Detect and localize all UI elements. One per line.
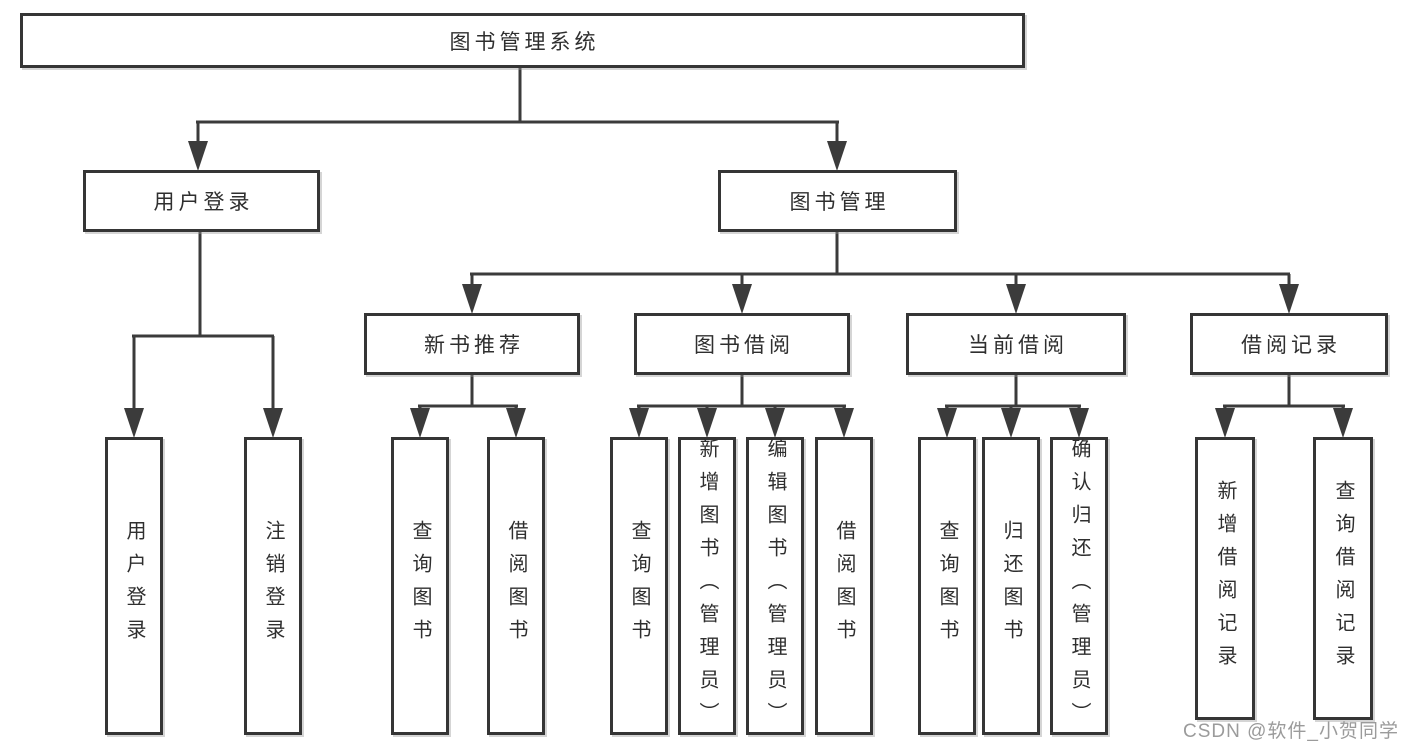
connector-bookmgmt-to-level3 bbox=[470, 232, 1291, 288]
node-new-book-recommend-label: 新书推荐 bbox=[424, 334, 524, 357]
arrowhead bbox=[188, 141, 208, 171]
arrowhead bbox=[1006, 284, 1026, 314]
leaf-currentborrow-return-label: 归还图书 bbox=[1000, 520, 1022, 652]
arrowhead bbox=[506, 408, 526, 438]
leaf-records-query-label: 查询借阅记录 bbox=[1332, 479, 1354, 678]
arrowhead bbox=[937, 408, 957, 438]
arrowhead bbox=[827, 141, 847, 171]
leaf-currentborrow-query-label: 查询图书 bbox=[936, 520, 958, 652]
node-borrow-records: 借阅记录 bbox=[1190, 313, 1388, 375]
leaf-user-login-label: 用户登录 bbox=[123, 520, 145, 652]
arrowhead bbox=[462, 284, 482, 314]
arrowhead bbox=[1215, 408, 1235, 438]
watermark: CSDN @软件_小贺同学 bbox=[1183, 721, 1399, 742]
node-user-login-label: 用户登录 bbox=[153, 191, 254, 214]
leaf-newbook-query: 查询图书 bbox=[391, 437, 449, 735]
leaf-newbook-borrow: 借阅图书 bbox=[487, 437, 545, 735]
leaf-currentborrow-confirm-admin: 确认归还（管理员） bbox=[1050, 437, 1108, 735]
leaf-newbook-borrow-label: 借阅图书 bbox=[505, 520, 527, 652]
leaf-currentborrow-confirm-admin-label: 确认归还（管理员） bbox=[1068, 437, 1090, 735]
node-borrow-records-label: 借阅记录 bbox=[1241, 334, 1341, 357]
arrowhead bbox=[410, 408, 430, 438]
arrowhead bbox=[263, 408, 283, 438]
leaf-logout: 注销登录 bbox=[244, 437, 302, 735]
leaf-bookborrow-query: 查询图书 bbox=[610, 437, 668, 735]
node-root: 图书管理系统 bbox=[20, 13, 1025, 68]
arrowhead bbox=[124, 408, 144, 438]
node-root-label: 图书管理系统 bbox=[449, 30, 600, 54]
arrowhead bbox=[1279, 284, 1299, 314]
node-book-management: 图书管理 bbox=[718, 170, 957, 232]
leaf-bookborrow-add-admin-label: 新增图书（管理员） bbox=[696, 437, 718, 735]
connector-newbook-to-leaves bbox=[418, 375, 518, 412]
connector-records-to-leaves bbox=[1223, 375, 1345, 412]
arrowhead bbox=[732, 284, 752, 314]
node-current-borrow-label: 当前借阅 bbox=[968, 334, 1068, 357]
leaf-records-query: 查询借阅记录 bbox=[1313, 437, 1373, 720]
leaf-bookborrow-borrow-label: 借阅图书 bbox=[833, 520, 855, 652]
arrowhead bbox=[1069, 408, 1089, 438]
node-book-borrow: 图书借阅 bbox=[634, 313, 850, 375]
leaf-records-add: 新增借阅记录 bbox=[1195, 437, 1255, 720]
node-user-login: 用户登录 bbox=[83, 170, 320, 232]
connector-root-to-level2 bbox=[196, 68, 839, 146]
leaf-newbook-query-label: 查询图书 bbox=[409, 520, 431, 652]
arrowhead bbox=[765, 408, 785, 438]
arrowhead bbox=[697, 408, 717, 438]
arrowhead bbox=[1001, 408, 1021, 438]
arrowhead bbox=[629, 408, 649, 438]
leaf-logout-label: 注销登录 bbox=[262, 520, 284, 652]
leaf-bookborrow-edit-admin: 编辑图书（管理员） bbox=[746, 437, 804, 735]
leaf-currentborrow-return: 归还图书 bbox=[982, 437, 1040, 735]
leaf-bookborrow-borrow: 借阅图书 bbox=[815, 437, 873, 735]
node-book-borrow-label: 图书借阅 bbox=[694, 334, 794, 357]
leaf-user-login: 用户登录 bbox=[105, 437, 163, 735]
arrowhead bbox=[834, 408, 854, 438]
connector-currentborrow-to-leaves bbox=[945, 375, 1081, 412]
leaf-bookborrow-edit-admin-label: 编辑图书（管理员） bbox=[764, 437, 786, 735]
arrowhead bbox=[1333, 408, 1353, 438]
leaf-bookborrow-query-label: 查询图书 bbox=[628, 520, 650, 652]
node-current-borrow: 当前借阅 bbox=[906, 313, 1126, 375]
leaf-currentborrow-query: 查询图书 bbox=[918, 437, 976, 735]
node-book-management-label: 图书管理 bbox=[789, 191, 890, 214]
connector-bookborrow-to-leaves bbox=[637, 375, 846, 412]
connector-userlogin-to-leaves bbox=[132, 232, 275, 410]
leaf-records-add-label: 新增借阅记录 bbox=[1214, 479, 1236, 678]
node-new-book-recommend: 新书推荐 bbox=[364, 313, 580, 375]
leaf-bookborrow-add-admin: 新增图书（管理员） bbox=[678, 437, 736, 735]
